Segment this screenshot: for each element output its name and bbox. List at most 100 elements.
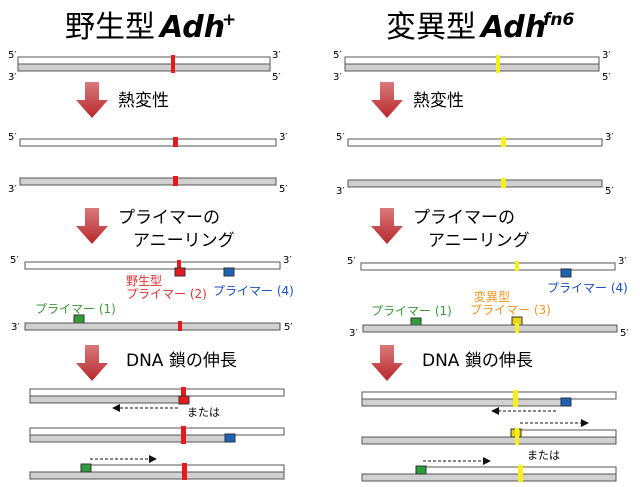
left-arrow-1 (76, 82, 108, 118)
left-wt-primer (174, 267, 186, 277)
left-wt-primer-label-1: 野生型 (126, 274, 162, 288)
right-ext1-new (361, 398, 569, 407)
right-mut-site (496, 55, 500, 73)
right-ext2-arrowhead (581, 419, 589, 427)
right-step2-line1: プライマーの (413, 208, 515, 228)
right-ann-bottom-strand (362, 324, 618, 333)
left-ext3-site (182, 463, 187, 480)
left-sep-top-strand (19, 138, 277, 147)
left-blue-primer-label: プライマー (4) (213, 284, 294, 298)
right-label-5: 5′ (333, 50, 342, 61)
right-ext3-primer (415, 465, 427, 475)
right-title-gene: Adh (479, 10, 546, 45)
right-mut-primer-label-2: プライマー (3) (470, 303, 551, 317)
left-double-strand: 5′ 3′ 3′ 5′ (8, 50, 281, 83)
right-title-kanji: 変異型 (386, 10, 476, 45)
right-ext1-arrowhead (491, 407, 499, 415)
left-step2-line1: プライマーの (118, 208, 220, 228)
right-sep-3: 3′ (605, 132, 614, 143)
right-ext3-new (417, 466, 617, 475)
left-ext2-primer (224, 433, 236, 443)
left-label-3: 3′ (272, 50, 281, 61)
left-title-gene: Adh (158, 10, 225, 45)
right-ext2-site (515, 428, 519, 445)
left-ann-bottom-strand (24, 322, 281, 331)
right-or-text: または (527, 449, 560, 462)
right-step3: DNA 鎖の伸長 (422, 351, 533, 371)
right-sep-5b: 5′ (605, 186, 614, 197)
left-top-strand (17, 56, 271, 65)
left-label-3b: 3′ (8, 72, 17, 83)
right-ext1-primer (560, 397, 572, 407)
left-ann-5b: 5′ (284, 322, 293, 333)
right-step2-line2: アニーリング (428, 231, 530, 251)
left-sep-5b: 5′ (279, 184, 288, 195)
right-sep-bottom-site (501, 178, 506, 188)
right-ext3-site (518, 465, 523, 482)
right-sep-bottom-strand (347, 179, 603, 188)
left-step1: 熱変性 (118, 91, 169, 111)
left-ann-5: 5′ (10, 255, 19, 266)
left-arrow-2 (76, 208, 108, 244)
right-ann-3b: 3′ (349, 328, 358, 339)
left-sep-top-site (173, 137, 178, 147)
left-ext2-new (29, 434, 233, 443)
left-ext3-bottom (29, 471, 285, 480)
right-ann-5: 5′ (347, 256, 356, 267)
left-ann-3: 3′ (283, 255, 292, 266)
right-step1: 熱変性 (413, 91, 464, 111)
left-ext1-top (29, 388, 285, 397)
left-sep-bottom-site (173, 176, 178, 186)
right-mut-primer-label-1: 変異型 (474, 289, 510, 304)
left-title-kanji: 野生型 (65, 10, 155, 45)
left-wt-primer-label-2: プライマー (2) (126, 287, 207, 301)
left-ext1-arrowhead (112, 404, 120, 412)
left-sep-5: 5′ (8, 132, 17, 143)
left-step2-line2: アニーリング (133, 231, 235, 251)
left-panel: 野生型 Adh + 5′ 3′ 3′ 5′ 熱変性 5′ 3′ 3′ 5′ プラ… (8, 10, 294, 480)
left-label-5: 5′ (8, 50, 17, 61)
left-sep-bottom-strand (19, 177, 277, 186)
right-panel: 変異型 Adh fn6 5′ 3′ 3′ 5′ 熱変性 5′ 3′ 3′ 5′ … (333, 10, 629, 482)
right-ext3-bottom (361, 473, 617, 482)
right-ann-5b: 5′ (620, 328, 629, 339)
left-ext3-arrowhead (149, 455, 157, 463)
right-ext2-bottom (361, 436, 617, 445)
left-wt-site (171, 55, 175, 73)
left-label-5b: 5′ (272, 72, 281, 83)
left-ext1-new (29, 395, 183, 404)
right-bottom-strand (344, 63, 600, 72)
right-ann-3: 3′ (618, 256, 627, 267)
left-ann-bottom-site (178, 321, 182, 331)
left-green-primer (73, 314, 85, 324)
right-top-strand (344, 56, 600, 65)
right-green-primer-label: プライマー (1) (371, 304, 452, 318)
right-arrow-3 (371, 345, 403, 381)
left-ann-top-strand (24, 261, 281, 270)
left-title-sup: + (222, 10, 236, 30)
right-ann-top-site (515, 261, 519, 271)
left-bottom-strand (17, 63, 271, 72)
right-blue-primer (560, 268, 572, 278)
left-ext2-site (181, 426, 186, 444)
left-ext3-primer (80, 463, 92, 473)
right-arrow-1 (371, 82, 403, 118)
left-blue-primer (223, 267, 235, 277)
right-ann-top-strand (360, 262, 616, 271)
left-green-primer-label: プライマー (1) (35, 302, 116, 316)
right-sep-top-strand (347, 138, 603, 147)
left-or-text: または (187, 406, 220, 419)
right-ext3-arrowhead (483, 457, 491, 465)
left-ext2-top (29, 427, 285, 436)
left-ann-3b: 3′ (11, 322, 20, 333)
left-step3: DNA 鎖の伸長 (126, 351, 237, 371)
right-label-3b: 3′ (333, 72, 342, 83)
right-sep-top-site (501, 137, 506, 147)
right-ext2-new (512, 429, 617, 438)
right-sep-5: 5′ (336, 132, 345, 143)
right-blue-primer-label: プライマー (4) (547, 281, 628, 295)
right-ext1-site (513, 390, 518, 407)
right-label-3: 3′ (602, 50, 611, 61)
